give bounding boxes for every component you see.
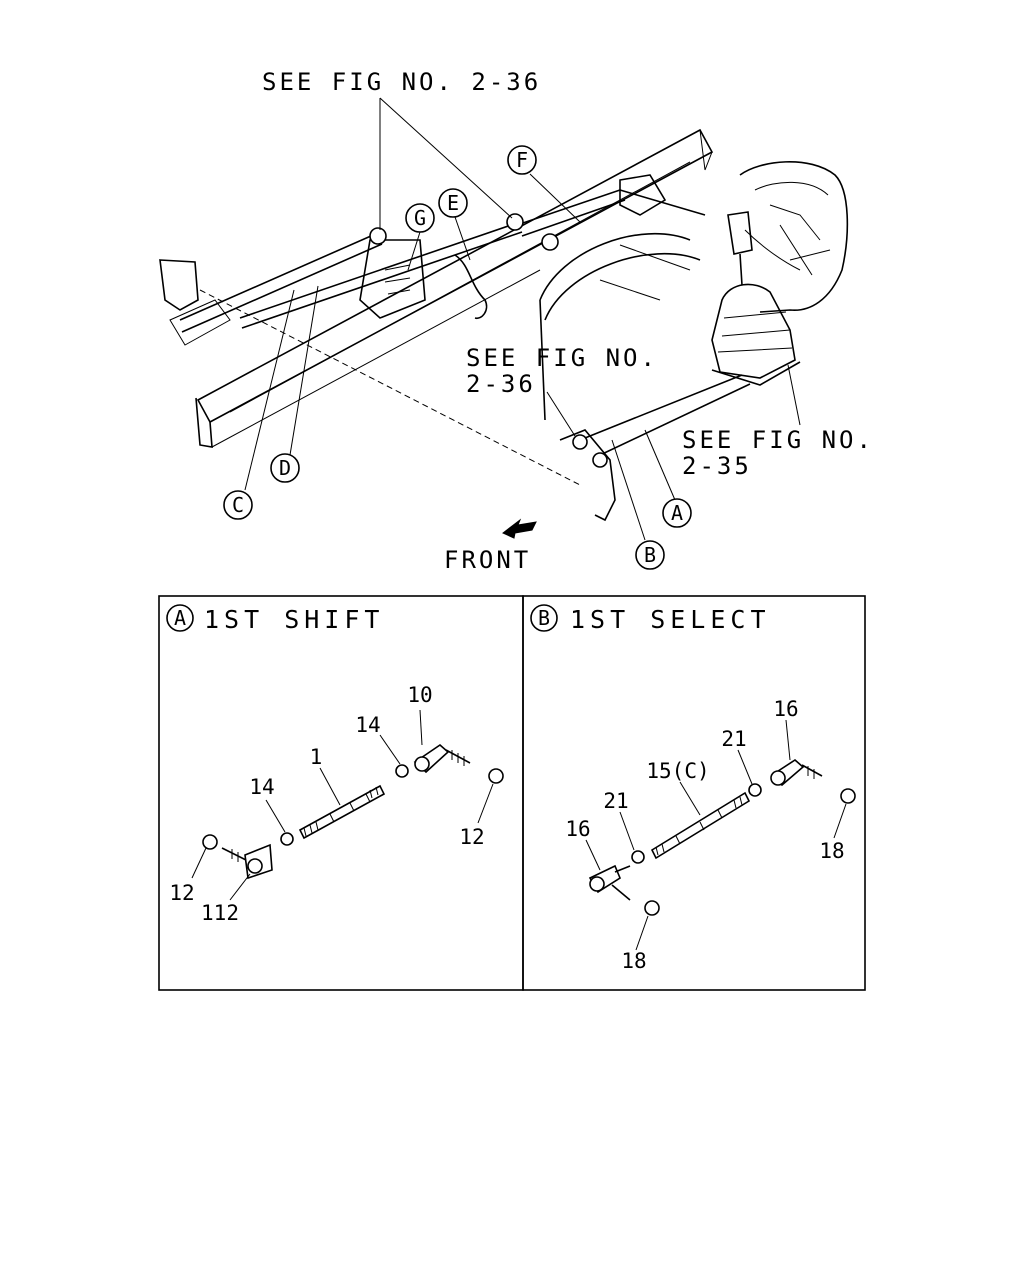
part-number-18-bottom: 18	[621, 949, 646, 973]
part-number-10: 10	[407, 683, 432, 707]
linkage-brackets	[159, 174, 667, 522]
svg-text:D: D	[279, 456, 291, 480]
panel-b-1st-select: B 1ST SELECT	[522, 595, 866, 991]
part-number-21-left: 21	[603, 789, 628, 813]
panel-b-title: 1ST SELECT	[570, 605, 771, 634]
svg-text:A: A	[174, 606, 186, 630]
panel-a-title: 1ST SHIFT	[204, 605, 384, 634]
callout-d: D	[270, 453, 300, 483]
panel-a-parts	[202, 743, 504, 880]
front-label: FRONT	[444, 546, 531, 574]
svg-text:A: A	[671, 501, 683, 525]
svg-text:B: B	[538, 606, 550, 630]
panel-a-1st-shift: A 1ST SHIFT	[158, 595, 524, 991]
shift-lever-boot	[711, 211, 801, 386]
part-number-112: 112	[201, 901, 239, 925]
linkage-rods	[179, 189, 751, 486]
part-number-12-left: 12	[169, 881, 194, 905]
part-number-15c: 15(C)	[646, 759, 709, 783]
svg-text:B: B	[644, 543, 656, 567]
panel-a-leaders	[191, 709, 494, 901]
see-fig-right-label-line2: 2-35	[682, 452, 752, 480]
callout-c: C	[223, 490, 253, 520]
part-number-16-top: 16	[773, 697, 798, 721]
fuel-tank	[539, 232, 701, 421]
see-fig-mid-label-line1: SEE FIG NO.	[466, 344, 658, 372]
part-number-1: 1	[310, 745, 323, 769]
panel-b-letter: B	[530, 604, 558, 632]
leader-lines	[244, 97, 801, 541]
part-number-12-right: 12	[459, 825, 484, 849]
panel-b-leaders	[585, 719, 847, 951]
callout-b: B	[635, 540, 665, 570]
part-number-21-top: 21	[721, 727, 746, 751]
panel-a-letter: A	[166, 604, 194, 632]
part-number-14-top: 14	[355, 713, 380, 737]
see-fig-right-label-line1: SEE FIG NO.	[682, 426, 874, 454]
panel-b-parts	[588, 758, 856, 916]
callout-e: E	[438, 188, 468, 218]
svg-text:F: F	[516, 148, 528, 172]
see-fig-top-label: SEE FIG NO. 2-36	[262, 68, 541, 96]
overview-illustration: C D G E F A B SEE FIG NO. 2-36 SEE FIG N…	[159, 68, 874, 574]
svg-text:E: E	[447, 191, 459, 215]
callout-g: G	[405, 203, 435, 233]
part-number-16-left: 16	[565, 817, 590, 841]
part-number-18-right: 18	[819, 839, 844, 863]
transmission-housing	[739, 161, 849, 313]
front-arrow-icon	[502, 518, 537, 539]
svg-text:C: C	[232, 493, 244, 517]
part-number-14-left: 14	[249, 775, 274, 799]
see-fig-mid-label-line2: 2-36	[466, 370, 536, 398]
callout-f: F	[507, 145, 537, 175]
callout-a: A	[662, 498, 692, 528]
svg-text:G: G	[414, 206, 426, 230]
